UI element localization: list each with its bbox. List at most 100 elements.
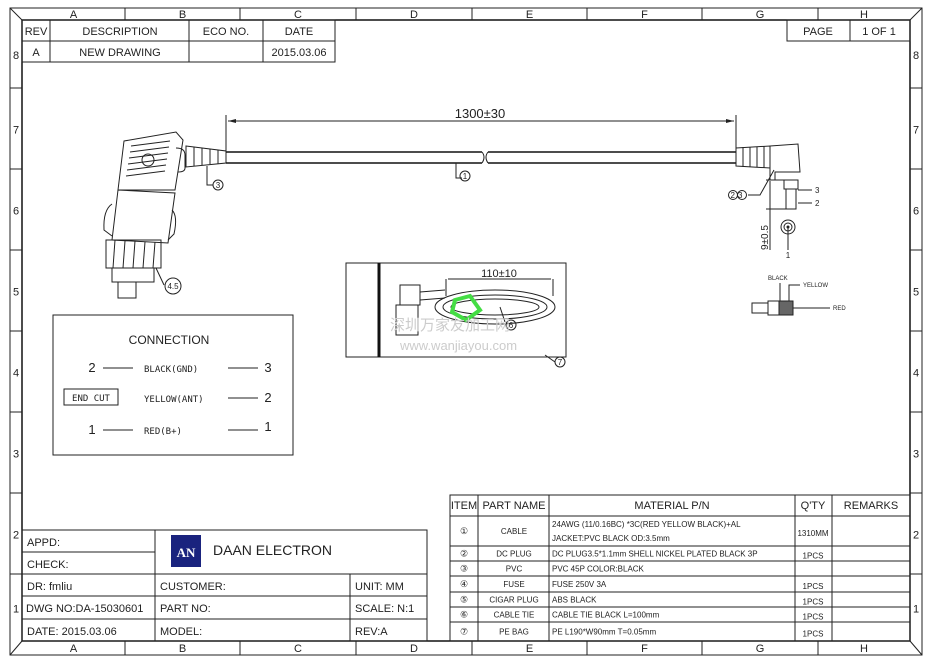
connection-left-pin: 1 xyxy=(88,422,95,437)
title-block: APPD: CHECK: AN DAAN ELECTRON DR: fmliu … xyxy=(21,529,428,642)
wire-yellow-label: YELLOW xyxy=(803,283,828,289)
bom-item-number: ④ xyxy=(460,579,468,589)
connection-wire-label: RED(B+) xyxy=(144,427,182,437)
callout-bag: 7 xyxy=(558,358,563,367)
bom-header-material: MATERIAL P/N xyxy=(634,500,709,512)
bom-part-name: FUSE xyxy=(503,580,524,589)
column-marker: G xyxy=(756,643,765,655)
row-marker: 5 xyxy=(13,287,19,299)
row-marker: 7 xyxy=(13,125,19,137)
bom-material: FUSE 250V 3A xyxy=(552,580,607,589)
callout-pvc: 3 xyxy=(216,181,221,190)
bom-qty: 1PCS xyxy=(803,630,824,639)
row-marker: 6 xyxy=(913,206,919,218)
eco-header: ECO NO. xyxy=(203,26,249,38)
connection-title: CONNECTION xyxy=(129,333,210,347)
pin-3: 3 xyxy=(815,186,820,195)
column-marker: C xyxy=(294,9,302,21)
bom-row: ④ FUSE FUSE 250V 3A 1PCS xyxy=(460,579,823,591)
package-inset: 110±10 6 7 深圳万家友加工网 www.wanjiayou.com xyxy=(345,262,567,368)
column-marker: G xyxy=(756,9,765,21)
bom-header-qty: Q'TY xyxy=(801,500,826,512)
cigar-plug-drawing xyxy=(103,131,227,299)
cable-drawing xyxy=(226,151,736,164)
pin-1: 1 xyxy=(786,251,791,260)
page-value: 1 OF 1 xyxy=(862,26,896,38)
scale-label: SCALE: N:1 xyxy=(355,603,414,615)
row-marker: 7 xyxy=(913,125,919,137)
callout-tie: 6 xyxy=(509,321,514,330)
dc-plug-drawing: 23 3 2 1 9±0.5 xyxy=(728,143,820,260)
wire-red-label: RED xyxy=(833,306,846,312)
bom-qty: 1PCS xyxy=(803,552,824,561)
row-marker: 6 xyxy=(13,206,19,218)
check-label: CHECK: xyxy=(27,559,69,571)
bom-part-name: CIGAR PLUG xyxy=(489,596,538,605)
company-logo xyxy=(171,535,201,567)
column-marker: F xyxy=(641,9,648,21)
company-name: DAAN ELECTRON xyxy=(213,542,332,558)
callouts: 3 1 4.5 xyxy=(155,163,471,295)
connection-wire-label: BLACK(GND) xyxy=(144,365,198,375)
row-marker: 5 xyxy=(913,287,919,299)
column-marker: C xyxy=(294,643,302,655)
column-marker: B xyxy=(179,9,186,21)
watermark-cn: 深圳万家友加工网 xyxy=(390,317,510,334)
length-dimension-label: 1300±30 xyxy=(455,106,506,121)
bom-header-remarks: REMARKS xyxy=(844,500,898,512)
connection-right-pin: 2 xyxy=(264,390,271,405)
column-marker: E xyxy=(526,9,533,21)
part-no-label: PART NO: xyxy=(160,603,211,615)
row-marker: 8 xyxy=(13,50,19,62)
row-marker: 1 xyxy=(13,604,19,616)
row-marker: 4 xyxy=(913,368,919,380)
bom-qty: 1PCS xyxy=(803,582,824,591)
column-marker: D xyxy=(410,9,418,21)
bom-part-name: CABLE TIE xyxy=(494,611,535,620)
bom-part-name: PE BAG xyxy=(499,628,529,637)
bom-header-part-name: PART NAME xyxy=(483,500,546,512)
connection-right-pin: 3 xyxy=(264,360,271,375)
bom-part-name: DC PLUG xyxy=(496,550,532,559)
plug-dimension-label: 9±0.5 xyxy=(760,225,771,250)
wire-black-label: BLACK xyxy=(768,276,788,282)
row-marker: 1 xyxy=(913,604,919,616)
rev-label: REV:A xyxy=(355,626,388,638)
end-cut-label: END CUT xyxy=(72,394,111,404)
row-marker: 3 xyxy=(913,449,919,461)
bom-material: PE L190*W90mm T=0.05mm xyxy=(552,628,656,637)
watermark-url: www.wanjiayou.com xyxy=(399,338,517,353)
page-box: PAGE 1 OF 1 xyxy=(786,19,911,42)
bom-part-name: CABLE xyxy=(501,527,527,536)
column-marker: B xyxy=(179,643,186,655)
bom-material-line2: JACKET:PVC BLACK OD:3.5mm xyxy=(552,534,670,543)
bom-item-number: ⑦ xyxy=(460,627,468,637)
bom-qty: 1PCS xyxy=(803,613,824,622)
row-marker: 4 xyxy=(13,368,19,380)
bom-qty: 1310MM xyxy=(797,529,828,538)
appd-label: APPD: xyxy=(27,537,60,549)
customer-label: CUSTOMER: xyxy=(160,581,226,593)
drawing-number: DWG NO:DA-15030601 xyxy=(26,603,143,615)
callout-cable: 1 xyxy=(463,172,468,181)
bom-row: ⑦ PE BAG PE L190*W90mm T=0.05mm 1PCS xyxy=(460,627,823,639)
description-header: DESCRIPTION xyxy=(82,26,157,38)
drawing-date: DATE: 2015.03.06 xyxy=(27,626,117,638)
column-marker: H xyxy=(860,9,868,21)
description-value: NEW DRAWING xyxy=(79,47,160,59)
rev-header: REV xyxy=(25,26,48,38)
column-marker: F xyxy=(641,643,648,655)
bom-item-number: ⑤ xyxy=(460,595,468,605)
rev-value: A xyxy=(32,47,40,59)
row-marker: 8 xyxy=(913,50,919,62)
date-header: DATE xyxy=(285,26,314,38)
bom-item-number: ② xyxy=(460,549,468,559)
row-marker: 2 xyxy=(913,530,919,542)
callout-cigar-fuse: 4.5 xyxy=(167,282,179,291)
bill-of-materials: ITEM PART NAME MATERIAL P/N Q'TY REMARKS… xyxy=(449,494,911,642)
date-value: 2015.03.06 xyxy=(271,47,326,59)
